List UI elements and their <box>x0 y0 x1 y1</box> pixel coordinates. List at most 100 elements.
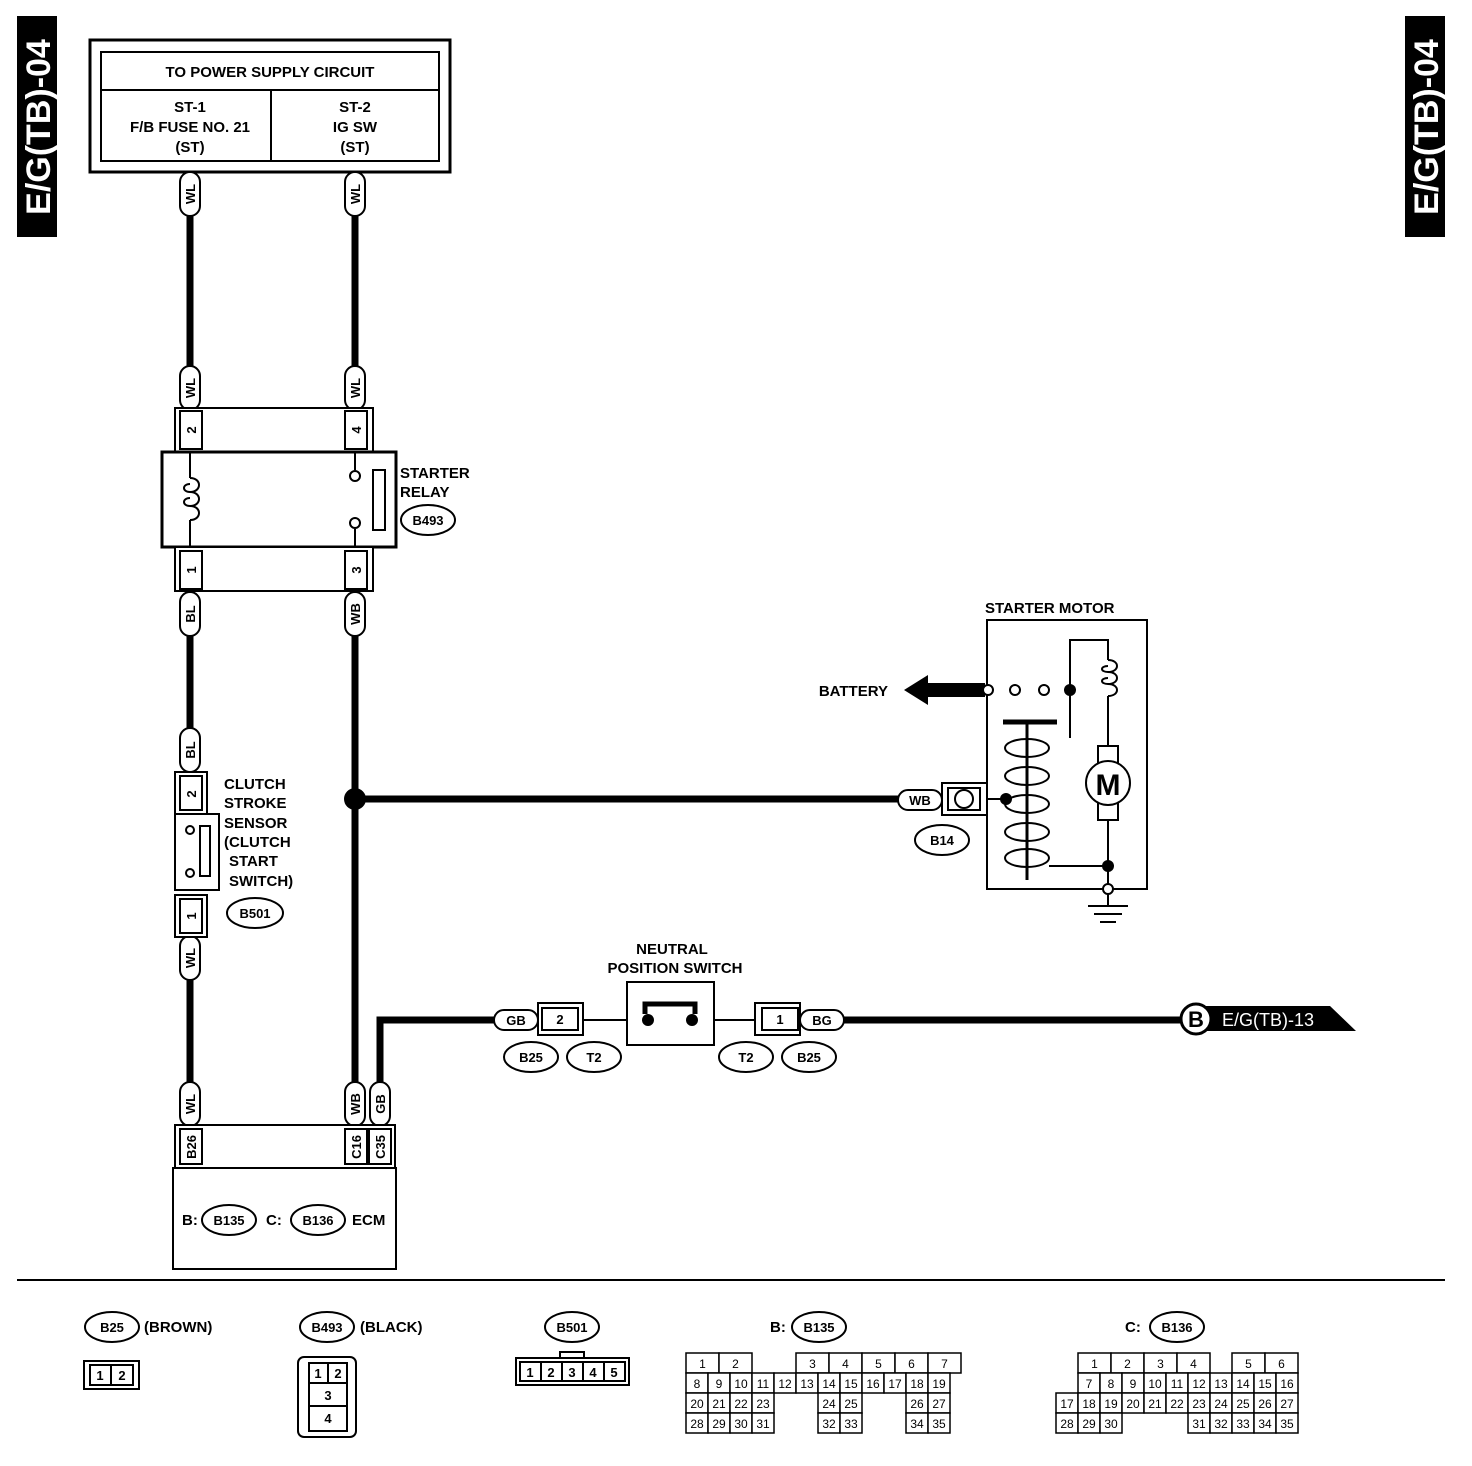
wires <box>186 212 1182 1082</box>
clutch-label-1: CLUTCH <box>224 776 286 793</box>
clutch-pin-2: 2 <box>184 790 199 797</box>
starter-relay-label-1: STARTER <box>400 465 470 482</box>
pin-number: 27 <box>932 1397 946 1411</box>
pin-number: 12 <box>778 1377 792 1391</box>
pin-number: 33 <box>844 1417 858 1431</box>
battery-arrow-icon <box>904 675 985 705</box>
pin-number: 24 <box>1214 1397 1228 1411</box>
svg-text:BL: BL <box>183 605 198 622</box>
pin-number: 5 <box>1245 1357 1252 1371</box>
svg-text:WL: WL <box>183 378 198 398</box>
st2-line1: ST-2 <box>339 99 371 116</box>
left-side-tab: E/G(TB)-04 <box>17 16 58 237</box>
legend-b501: B501 1 2 3 4 5 <box>515 1311 630 1386</box>
st1-line1: ST-1 <box>174 99 206 116</box>
svg-text:2: 2 <box>547 1365 554 1380</box>
wire-tag-wb-b14: WB <box>897 789 943 811</box>
pin-number: 15 <box>1258 1377 1272 1391</box>
left-side-tab-label: E/G(TB)-04 <box>20 39 58 215</box>
pin-number: 8 <box>1108 1377 1115 1391</box>
pin-number: 31 <box>756 1417 770 1431</box>
pin-number: 25 <box>1236 1397 1250 1411</box>
legend-b493: B493 (BLACK) 1 2 3 4 <box>297 1311 422 1438</box>
svg-text:4: 4 <box>589 1365 597 1380</box>
pin-number: 29 <box>712 1417 726 1431</box>
pin-number: 10 <box>734 1377 748 1391</box>
wire-tag-wl-top-right: WL <box>344 171 366 217</box>
pin-number: 7 <box>941 1357 948 1371</box>
solenoid-icon <box>1003 719 1057 880</box>
svg-text:WB: WB <box>909 793 931 808</box>
pin-number: 17 <box>1060 1397 1074 1411</box>
ecm-pin-c35: C35 <box>373 1135 388 1159</box>
motor-symbol: M <box>1096 769 1121 802</box>
neutral-pin-1: 1 <box>776 1012 783 1027</box>
starter-motor-label: STARTER MOTOR <box>985 600 1115 617</box>
pin-number: 28 <box>1060 1417 1074 1431</box>
pin-number: 32 <box>1214 1417 1228 1431</box>
pin-cell <box>751 1412 775 1434</box>
pin-number: 20 <box>1126 1397 1140 1411</box>
pin-number: 17 <box>888 1377 902 1391</box>
pin-number: 3 <box>809 1357 816 1371</box>
relay-pin-2: 2 <box>184 426 199 433</box>
pin-number: 29 <box>1082 1417 1096 1431</box>
svg-text:WB: WB <box>348 1093 363 1115</box>
power-supply-box: TO POWER SUPPLY CIRCUIT ST-1 F/B FUSE NO… <box>88 38 452 174</box>
starter-relay-label-2: RELAY <box>400 484 449 501</box>
neutral-label-2: POSITION SWITCH <box>608 960 743 977</box>
pin-number: 15 <box>844 1377 858 1391</box>
wire-tag-wb-ecm: WB <box>344 1081 366 1127</box>
pin-number: 3 <box>1157 1357 1164 1371</box>
st2-line2: IG SW <box>333 119 378 136</box>
svg-text:5: 5 <box>610 1365 617 1380</box>
neutral-pin-2: 2 <box>556 1012 563 1027</box>
pin-number: 9 <box>1130 1377 1137 1391</box>
field-coil-icon <box>1101 659 1118 746</box>
legend-b501-id: B501 <box>556 1320 587 1335</box>
legend-b135-id: B135 <box>803 1320 834 1335</box>
ecm-b-prefix: B: <box>182 1212 198 1229</box>
pin-number: 13 <box>1214 1377 1228 1391</box>
pin-number: 21 <box>1148 1397 1162 1411</box>
pin-number: 11 <box>757 1377 770 1391</box>
legend-b493-color: (BLACK) <box>360 1319 422 1336</box>
svg-text:WL: WL <box>183 948 198 968</box>
starter-relay: 2 4 1 3 STARTER RELAY B493 <box>160 407 470 592</box>
neutral-label-1: NEUTRAL <box>636 941 708 958</box>
ground-icon <box>1088 894 1128 923</box>
pin-number: 34 <box>910 1417 924 1431</box>
ecm-b135-connector: B135 <box>213 1213 244 1228</box>
relay-coil-icon <box>183 452 200 547</box>
wire-tag-bl-relay: BL <box>179 591 201 637</box>
pin-number: 11 <box>1171 1377 1184 1391</box>
wire-tag-bg: BG <box>799 1009 845 1031</box>
pin-number: 18 <box>1082 1397 1096 1411</box>
pin-number: 14 <box>1236 1377 1250 1391</box>
pin-cell <box>839 1412 863 1434</box>
motor-icon: M <box>1085 745 1131 821</box>
pin-number: 27 <box>1280 1397 1294 1411</box>
wire-tag-wl-relay-left: WL <box>179 365 201 411</box>
svg-text:GB: GB <box>373 1094 388 1114</box>
ecm-b136-connector: B136 <box>302 1213 333 1228</box>
ecm-label: ECM <box>352 1212 385 1229</box>
clutch-stroke-sensor: 2 1 CLUTCH STROKE SENSOR (CLUTCH START S… <box>174 771 293 938</box>
clutch-label-5: START <box>229 853 278 870</box>
ecm: B26 C16 C35 B: B135 C: B136 ECM <box>172 1124 397 1270</box>
pin-cell <box>927 1412 951 1434</box>
clutch-label-3: SENSOR <box>224 815 288 832</box>
pin-number: 16 <box>1280 1377 1294 1391</box>
wire-tag-wl-clutch: WL <box>179 935 201 981</box>
pin-number: 5 <box>875 1357 882 1371</box>
neutral-position-switch: NEUTRAL POSITION SWITCH GB 2 1 BG B25 T2… <box>493 941 845 1073</box>
pin-number: 6 <box>1278 1357 1285 1371</box>
svg-text:3: 3 <box>568 1365 575 1380</box>
pin-number: 4 <box>842 1357 849 1371</box>
wire-tag-wl-ecm: WL <box>179 1081 201 1127</box>
pin-cell <box>1275 1412 1299 1434</box>
svg-text:1: 1 <box>314 1366 321 1381</box>
